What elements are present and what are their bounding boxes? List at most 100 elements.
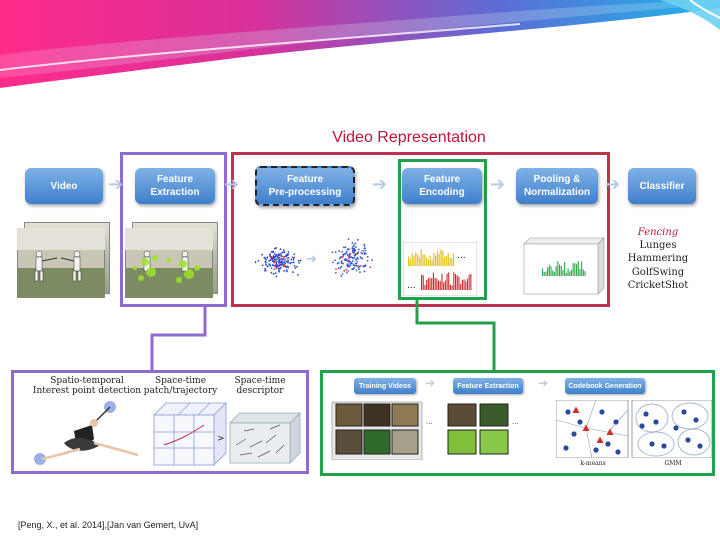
decor-mark [355, 253, 357, 255]
decor-mark [542, 268, 544, 276]
class-label: Lunges [639, 240, 677, 252]
patch-trajectory-label: Space-time patch/trajectory [143, 376, 218, 396]
decor-mark [336, 262, 339, 265]
decor-mark [353, 247, 356, 250]
decor-mark [346, 258, 348, 261]
decor-mark [371, 259, 374, 262]
decor-mark [424, 284, 426, 290]
decor-mark [681, 409, 687, 415]
decor-mark [278, 270, 281, 273]
decor-mark [349, 260, 351, 263]
decor-mark [420, 249, 422, 266]
decor-mark [547, 267, 549, 276]
decor-mark [363, 270, 366, 273]
decor-mark [331, 251, 334, 254]
decor-mark [293, 264, 296, 267]
decor-mark [697, 443, 703, 449]
decor-mark [359, 271, 361, 274]
decor-mark [297, 273, 299, 276]
svg-text:>: > [217, 434, 225, 444]
arrow-right-icon: ➔ [538, 376, 549, 390]
interest-point-label: Spatio-temporal Interest point detection [32, 376, 142, 396]
step-pooling-normalization: Pooling & Normalization [516, 168, 598, 204]
decor-mark [289, 262, 291, 265]
arrow-right-icon: ➔ [425, 376, 436, 390]
decor-mark [351, 267, 354, 270]
decor-mark [274, 255, 277, 258]
decor-mark [282, 265, 285, 268]
decor-mark [433, 252, 435, 266]
decor-mark [345, 251, 348, 254]
decor-mark [355, 269, 358, 272]
arrow-right-icon: ➔ [372, 174, 388, 195]
decor-mark [461, 279, 463, 290]
step-video: Video [25, 168, 103, 204]
decor-mark [292, 258, 295, 261]
decor-mark [426, 257, 428, 266]
decor-mark [340, 275, 343, 277]
decor-mark [348, 256, 351, 259]
decor-mark [296, 265, 298, 268]
decor-mark [596, 436, 604, 443]
decor-mark [560, 265, 562, 276]
decor-mark [574, 263, 576, 276]
decor-mark [273, 257, 275, 259]
decor-mark [280, 258, 283, 260]
svg-text:...: ... [512, 418, 519, 426]
svg-text:...: ... [457, 251, 466, 261]
decor-mark [418, 256, 420, 266]
decor-mark [331, 261, 334, 264]
decor-mark [356, 256, 359, 259]
class-label: Hammering [627, 253, 689, 265]
decor-mark [451, 285, 453, 290]
decor-mark [465, 281, 467, 290]
decor-mark [354, 249, 356, 252]
decor-mark [285, 260, 288, 263]
feature-thumbnail [125, 228, 213, 298]
decor-mark [446, 273, 448, 290]
decor-mark [582, 424, 590, 431]
decor-mark [422, 275, 424, 290]
decor-mark [343, 270, 346, 272]
decor-mark [264, 267, 266, 270]
decor-mark [593, 447, 599, 453]
feature-scatter-processed [331, 238, 374, 277]
svg-text:...: ... [407, 281, 416, 291]
decor-mark [279, 267, 281, 270]
decor-mark [279, 248, 282, 251]
decor-mark [653, 419, 659, 425]
decor-mark [458, 276, 460, 290]
decor-mark [570, 269, 572, 276]
decor-mark [362, 249, 365, 252]
decor-mark [261, 264, 264, 267]
decor-mark [364, 252, 367, 255]
step-feature-extraction: Feature Extraction [135, 168, 215, 204]
decor-mark [364, 247, 367, 250]
decor-mark [673, 425, 679, 431]
decor-mark [285, 269, 288, 272]
decor-mark [357, 251, 360, 254]
decor-mark [275, 275, 278, 278]
decor-mark [269, 253, 272, 256]
decor-mark [364, 249, 367, 252]
svg-text:...: ... [426, 418, 433, 426]
gmm-label: GMM [664, 460, 682, 467]
decor-mark [562, 270, 564, 276]
decor-mark [341, 273, 344, 275]
feature-encoding-frame [398, 159, 487, 300]
decor-mark [552, 270, 554, 276]
decor-mark [347, 238, 350, 241]
decor-mark [286, 270, 288, 273]
decor-mark [361, 252, 364, 255]
decor-mark [449, 257, 451, 266]
decor-mark [351, 247, 354, 250]
decor-mark [363, 251, 366, 254]
decor-mark [351, 249, 354, 252]
decor-mark [349, 253, 352, 255]
decor-mark [266, 256, 269, 259]
step-codebook-generation: Codebook Generation [565, 378, 645, 394]
decor-mark [292, 257, 295, 259]
decor-mark [543, 272, 545, 276]
decor-mark [436, 251, 438, 266]
decor-mark [278, 260, 281, 262]
